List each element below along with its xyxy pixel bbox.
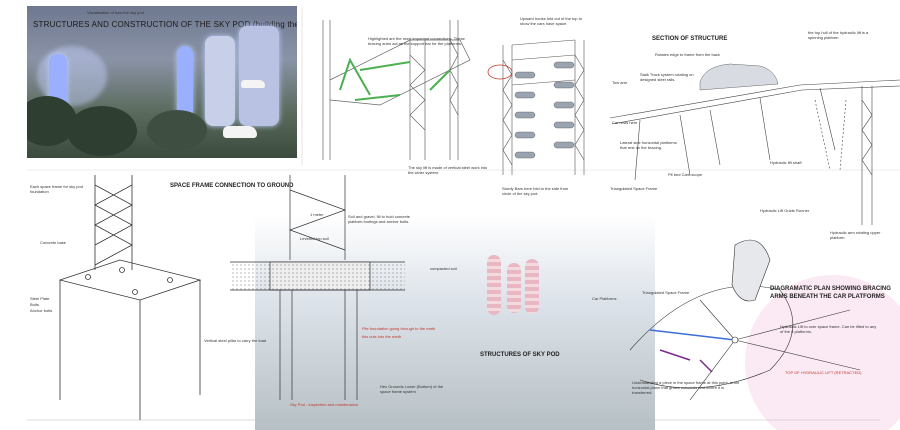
annotation: Understanding a piece in the space frame…	[632, 380, 740, 395]
plan-diagram-drawing	[629, 239, 861, 401]
annotation: Each space frame for sky pod foundation	[30, 184, 83, 194]
annotation: Tow arm	[612, 80, 628, 85]
annotation: Rotates edge to frame from the back	[655, 52, 720, 57]
plan-title-line2: ARMS BENEATH THE CAR PLATFORMS	[770, 294, 885, 300]
annotation: Vertical steel pillar to carry the load	[204, 338, 267, 343]
annotation: Highlighted are the most important conne…	[368, 36, 465, 46]
annotation: Concrete base	[40, 240, 67, 245]
annotation: Car rests here	[612, 120, 638, 125]
annotation: Soil and gravel, fill to hold concrete p…	[348, 214, 411, 224]
annotation: Anchor bolts	[30, 308, 53, 313]
annotation: Hydraulic Lift to over space frame. Can …	[780, 324, 877, 334]
platform-detail-drawing	[609, 79, 900, 225]
annotation-red: TOP OF HYDRAULIC LIFT (RETRACTED)	[785, 370, 862, 375]
annotation: Stalk Track system rotating on designed …	[640, 72, 694, 82]
annotation-red: this cuts into the earth	[362, 334, 402, 339]
plan-title-line1: DIAGRAMATIC PLAN SHOWING BRACING	[770, 286, 891, 292]
annotation: Sturdy Bars here fold to the side from c…	[502, 186, 569, 196]
car-image	[241, 80, 265, 88]
tree	[67, 106, 137, 156]
annotation: Hex Grounds Lower (Bottom) of the space …	[380, 384, 444, 394]
pod-tower-image	[525, 259, 539, 314]
annotation: Steel Plate	[30, 296, 50, 301]
annotation: Bolts	[30, 302, 39, 307]
section-structure-drawing	[487, 39, 585, 175]
annotation: 1 meter	[310, 212, 324, 217]
annotation: Triangulated Space Frame	[610, 186, 658, 191]
annotation: Car Platforms	[592, 296, 617, 301]
annotation: The sky lift is made of vertical steel w…	[408, 165, 488, 175]
stacked-cars	[514, 61, 575, 159]
annotation: the top hull of the hydraulic lift is a …	[808, 30, 869, 40]
annotation: Hydraulic arm rotating upper platform	[830, 230, 881, 240]
annotation: Lateral side horizontal platforms that r…	[620, 140, 677, 150]
pod-tower-image	[487, 255, 501, 315]
annotation: Upward hooks fold out of the top to show…	[520, 16, 583, 26]
car-on-ramp	[699, 63, 779, 91]
pod-tower	[205, 36, 235, 126]
truss-column-drawing	[58, 175, 202, 420]
pod-tower	[239, 26, 279, 126]
connection-title: SPACE FRAME CONNECTION TO GROUND	[170, 183, 294, 189]
render-subtitle: Visualisation of how the sky pod	[87, 10, 144, 15]
section-title: SECTION OF STRUCTURE	[652, 36, 728, 42]
background-photo-montage	[255, 215, 655, 430]
annotation-red: Sky Pod - inspection and maintenance	[290, 402, 359, 407]
annotation: Levelled top soil	[300, 236, 329, 241]
car-image	[223, 126, 257, 138]
tree	[147, 110, 207, 150]
annotation: Triangulated Space Frame	[642, 290, 690, 295]
annotation: Hydraulic lift shaft	[770, 160, 802, 165]
annotation-red: Pile foundation going through to the ear…	[362, 326, 436, 331]
render-title: STRUCTURES AND CONSTRUCTION OF THE SKY P…	[33, 20, 297, 29]
pod-tower	[177, 46, 193, 118]
annotation: Pit bed Cam-scope	[668, 172, 703, 177]
ramp-bracing-drawing	[322, 20, 471, 160]
plan-highlight-circle	[745, 275, 900, 430]
annotation: Hydraulic Lift Guide Runner	[760, 208, 810, 213]
main-title: STRUCTURES OF SKY POD	[480, 352, 560, 358]
sky-pod-render: Visualisation of how the sky pod STRUCTU…	[27, 6, 297, 158]
annotation: compacted soil	[430, 266, 457, 271]
pod-tower-image	[507, 263, 521, 313]
